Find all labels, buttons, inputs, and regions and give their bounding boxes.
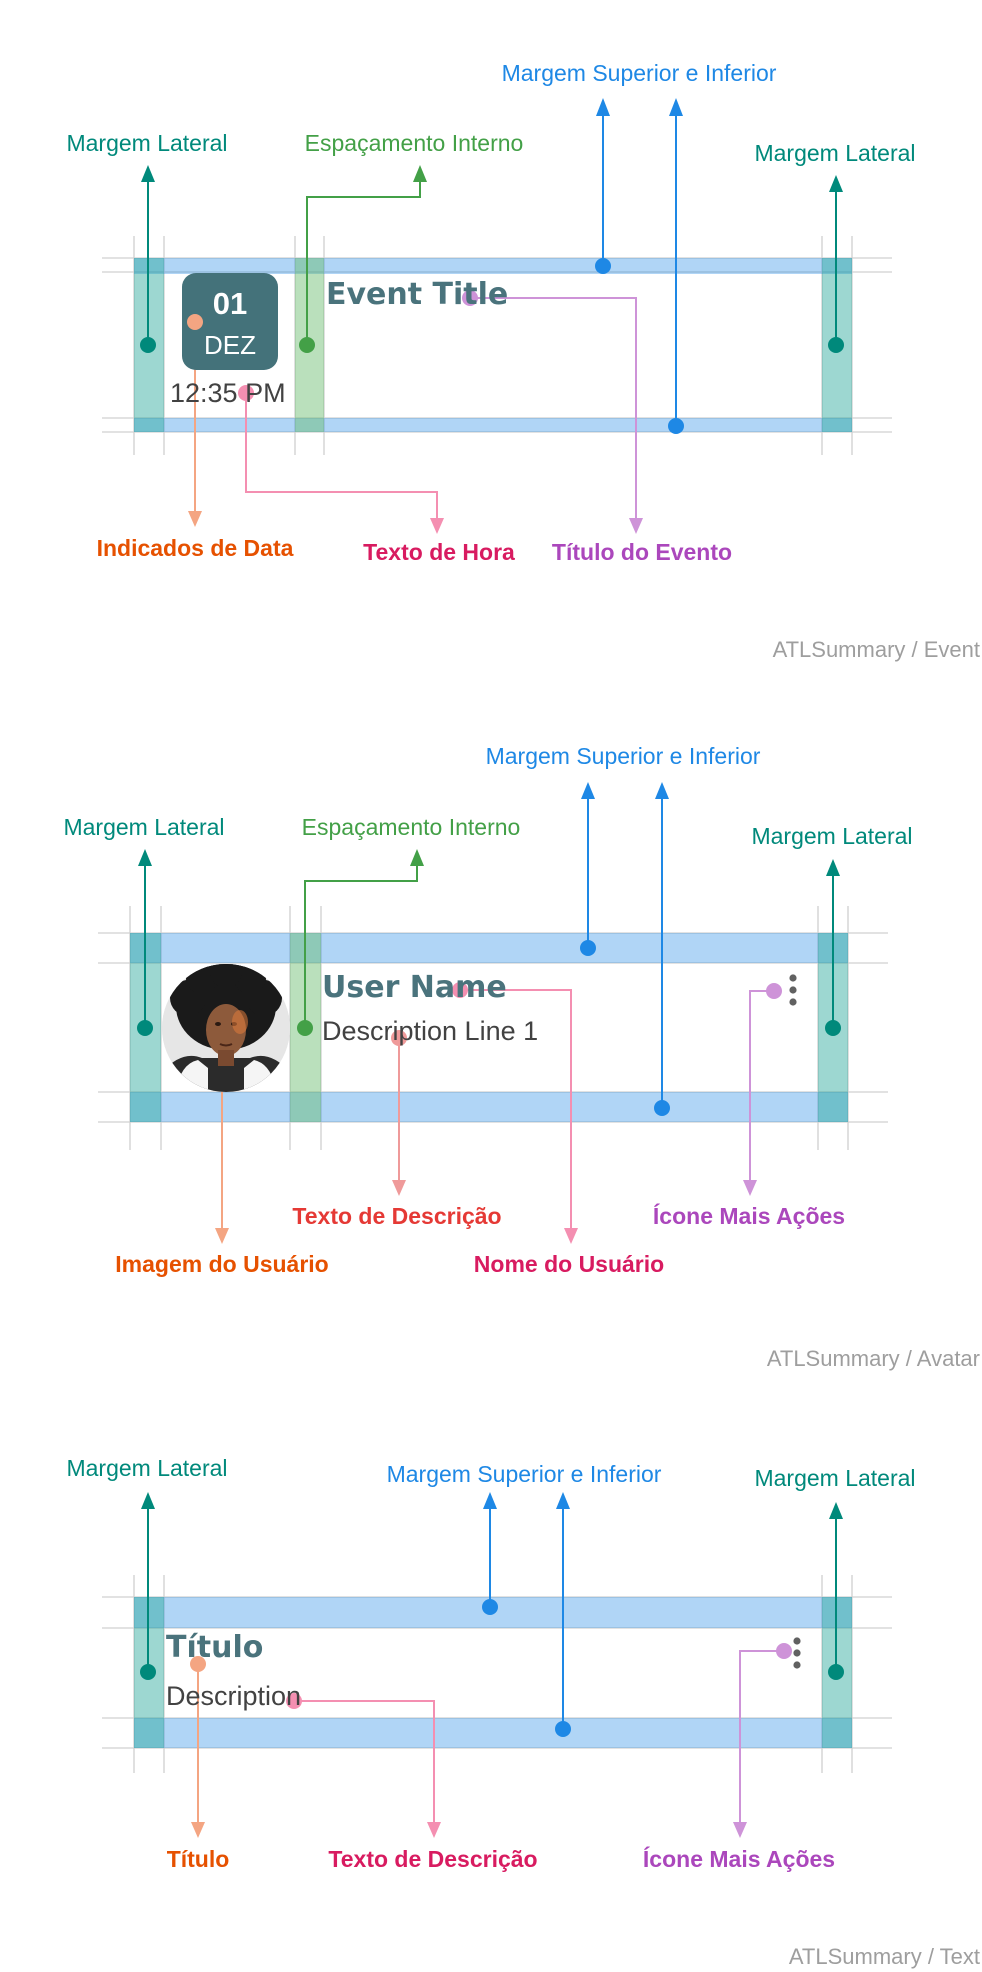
text-caption: ATLSummary / Text xyxy=(788,1944,980,1969)
internal-spacing-pointer xyxy=(299,165,427,353)
event-title-pointer xyxy=(470,297,643,534)
more-actions-pointer xyxy=(733,1643,792,1838)
avatar-caption: ATLSummary / Avatar xyxy=(766,1346,980,1371)
avatar-label-internal-spacing: Espaçamento Interno xyxy=(301,814,521,840)
bottom-margin-band xyxy=(130,1092,848,1122)
bottom-margin-band xyxy=(134,1718,852,1748)
top-bottom-pointers xyxy=(482,1492,571,1737)
avatar-label-top-bottom: Margem Superior e Inferior xyxy=(485,743,761,769)
text-spec xyxy=(102,1492,892,1838)
lateral-left-pointer xyxy=(140,1492,156,1680)
top-margin-band xyxy=(130,933,848,963)
avatar-image xyxy=(162,964,290,1092)
text-label-title: Título xyxy=(166,1846,230,1872)
avatar-label-lateral-left: Margem Lateral xyxy=(63,814,225,840)
more-vert-icon[interactable] xyxy=(789,974,797,1006)
lateral-right-pointer xyxy=(828,175,844,353)
event-label-lateral-left: Margem Lateral xyxy=(66,130,228,156)
avatar-label-user-image: Imagem do Usuário xyxy=(115,1251,329,1277)
text-label-more-actions: Ícone Mais Ações xyxy=(642,1846,836,1872)
top-bottom-pointers xyxy=(595,98,684,434)
event-label-lateral-right: Margem Lateral xyxy=(754,140,916,166)
text-title: Título xyxy=(166,1630,264,1665)
avatar-label-more-actions: Ícone Mais Ações xyxy=(652,1203,846,1229)
description-text-pointer xyxy=(391,1030,407,1196)
user-name-pointer xyxy=(452,982,578,1244)
more-vert-icon[interactable] xyxy=(793,1637,801,1669)
event-title: Event Title xyxy=(326,277,509,312)
date-day: 01 xyxy=(212,286,248,321)
event-label-time-text: Texto de Hora xyxy=(363,539,515,565)
internal-spacing-pointer xyxy=(297,849,424,1036)
event-caption: ATLSummary / Event xyxy=(772,637,980,662)
user-description: Description Line 1 xyxy=(322,1016,539,1046)
event-label-top-bottom: Margem Superior e Inferior xyxy=(501,60,777,86)
text-label-lateral-right: Margem Lateral xyxy=(754,1465,916,1491)
more-actions-pointer xyxy=(743,983,782,1196)
date-month: DEZ xyxy=(204,330,256,360)
avatar-label-lateral-right: Margem Lateral xyxy=(751,823,913,849)
lateral-left-pointer xyxy=(140,165,156,353)
guide-lines xyxy=(98,906,888,1150)
top-bottom-pointers xyxy=(580,782,670,1116)
title-pointer xyxy=(190,1656,206,1838)
event-label-internal-spacing: Espaçamento Interno xyxy=(304,130,524,156)
avatar-label-description: Texto de Descrição xyxy=(292,1203,502,1229)
user-name: User Name xyxy=(322,970,507,1005)
guide-lines xyxy=(102,1575,892,1773)
event-spec xyxy=(102,98,892,534)
lateral-right-pointer xyxy=(828,1502,844,1680)
text-label-top-bottom: Margem Superior e Inferior xyxy=(386,1461,662,1487)
time-text-pointer xyxy=(245,393,444,534)
text-description: Description xyxy=(166,1681,302,1711)
text-label-lateral-left: Margem Lateral xyxy=(66,1455,228,1481)
date-indicator: 01 DEZ xyxy=(182,273,278,370)
guide-lines xyxy=(102,236,892,455)
user-avatar xyxy=(162,964,290,1092)
lateral-left-pointer xyxy=(137,849,153,1036)
text-label-description: Texto de Descrição xyxy=(328,1846,538,1872)
description-text-pointer xyxy=(286,1693,441,1838)
lateral-right-pointer xyxy=(825,859,841,1036)
event-time: 12:35 PM xyxy=(170,378,286,408)
top-margin-band xyxy=(134,258,852,274)
avatar-label-user-name: Nome do Usuário xyxy=(473,1251,665,1277)
event-label-date-indicator: Indicados de Data xyxy=(96,535,294,561)
event-label-event-title: Título do Evento xyxy=(551,539,733,565)
avatar-spec xyxy=(98,782,888,1244)
